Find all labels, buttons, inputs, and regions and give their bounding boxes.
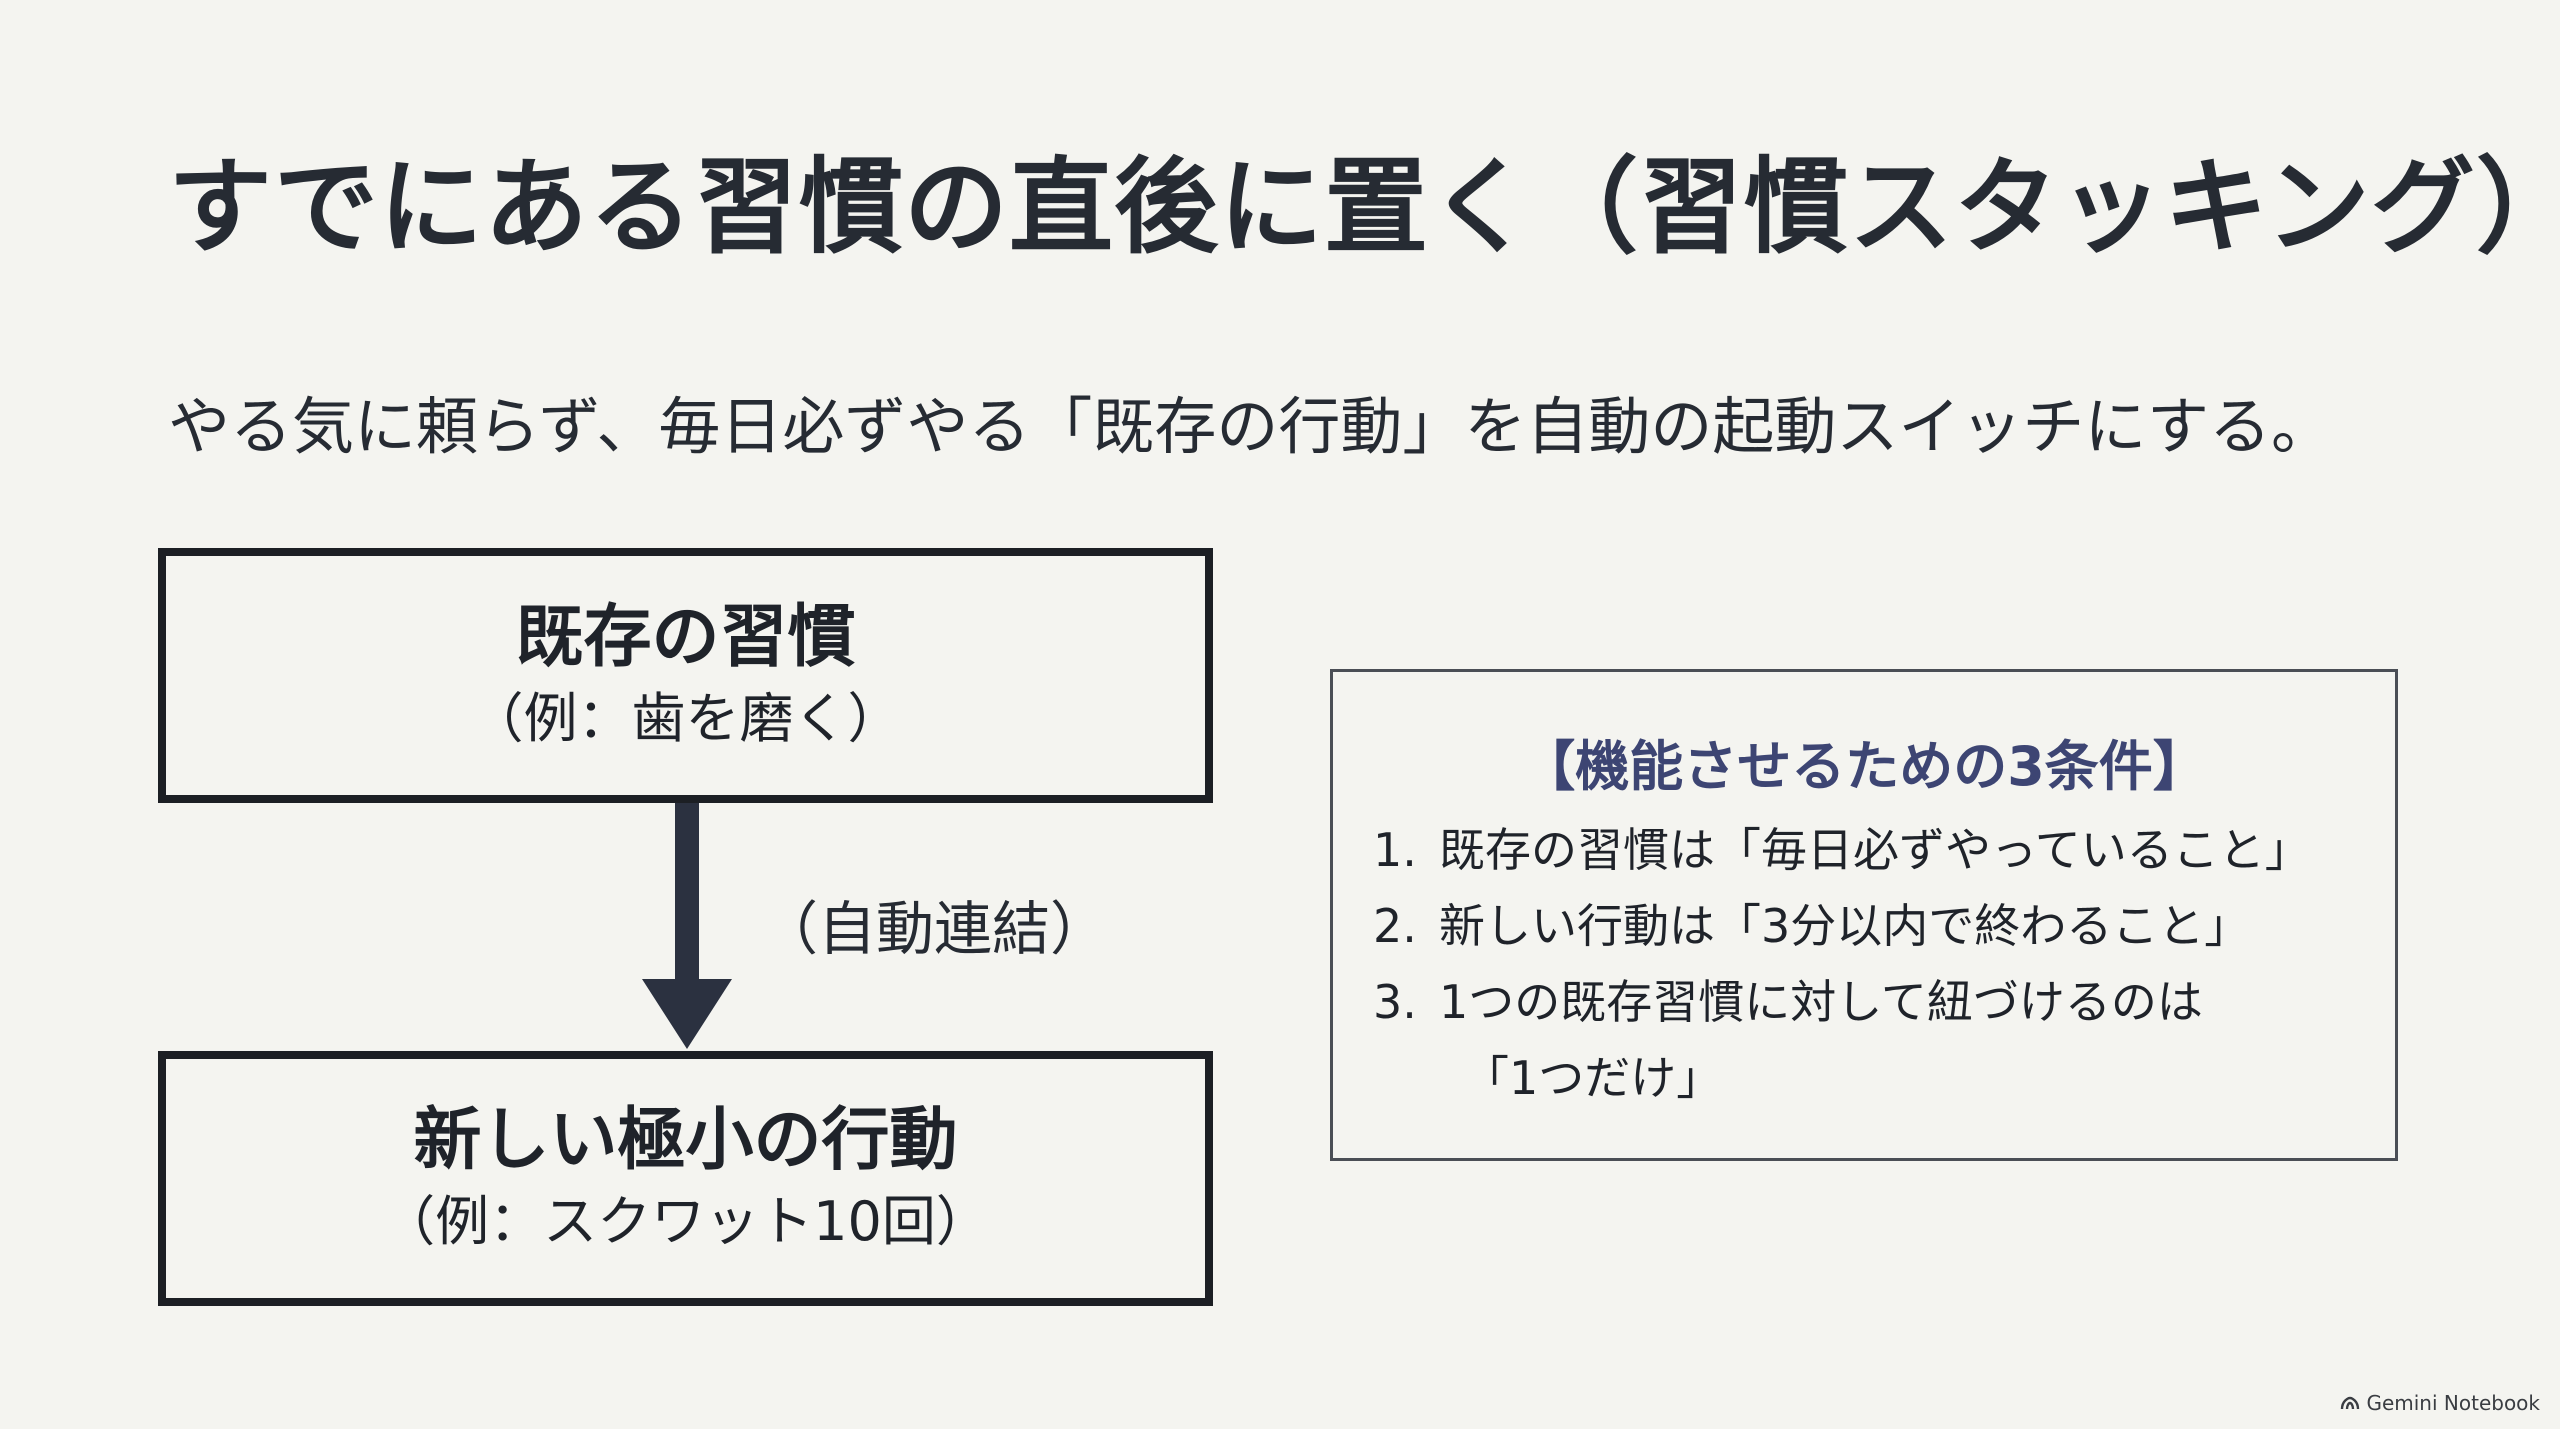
auto-link-label: （自動連結） xyxy=(760,895,1109,963)
new-action-label: 新しい極小の行動 xyxy=(413,1100,958,1180)
existing-habit-box: 既存の習慣 （例：歯を磨く） xyxy=(158,548,1213,803)
conditions-box: 【機能させるための3条件】 1. 既存の習慣は「毎日必ずやっていること」 2. … xyxy=(1330,669,2398,1161)
slide-subtitle: やる気に頼らず、毎日必ずやる「既存の行動」を自動の起動スイッチにする。 xyxy=(168,390,2334,463)
notebook-logo-icon xyxy=(2341,1396,2360,1410)
down-arrow-icon xyxy=(642,803,732,1049)
condition-item-1: 1. 既存の習慣は「毎日必ずやっていること」 xyxy=(1373,812,2373,888)
condition-number: 1. xyxy=(1373,823,1417,877)
existing-habit-label: 既存の習慣 xyxy=(515,597,856,677)
condition-text: 既存の習慣は「毎日必ずやっていること」 xyxy=(1439,823,2311,877)
conditions-title: 【機能させるための3条件】 xyxy=(1521,735,2207,798)
existing-habit-example: （例：歯を磨く） xyxy=(469,687,902,751)
condition-text: 新しい行動は「3分以内で終わること」 xyxy=(1439,899,2251,953)
new-action-box: 新しい極小の行動 （例：スクワット10回） xyxy=(158,1051,1213,1306)
new-action-example: （例：スクワット10回） xyxy=(381,1190,990,1254)
conditions-list: 1. 既存の習慣は「毎日必ずやっていること」 2. 新しい行動は「3分以内で終わ… xyxy=(1373,812,2373,1116)
condition-number: 3. xyxy=(1373,975,1417,1029)
condition-text: 1つの既存習慣に対して紐づけるのは xyxy=(1439,975,2203,1029)
gemini-notebook-watermark: Gemini Notebook xyxy=(2340,1391,2540,1415)
slide-title: すでにある習慣の直後に置く（習慣スタッキング） xyxy=(168,146,2560,268)
condition-text-wrapper: 1つの既存習慣に対して紐づけるのは 「1つだけ」 xyxy=(1439,964,2373,1116)
condition-text-line2: 「1つだけ」 xyxy=(1463,1051,1723,1105)
watermark-text: Gemini Notebook xyxy=(2366,1391,2540,1415)
condition-item-2: 2. 新しい行動は「3分以内で終わること」 xyxy=(1373,888,2373,964)
condition-number: 2. xyxy=(1373,899,1417,953)
condition-item-3: 3. 1つの既存習慣に対して紐づけるのは 「1つだけ」 xyxy=(1373,964,2373,1116)
